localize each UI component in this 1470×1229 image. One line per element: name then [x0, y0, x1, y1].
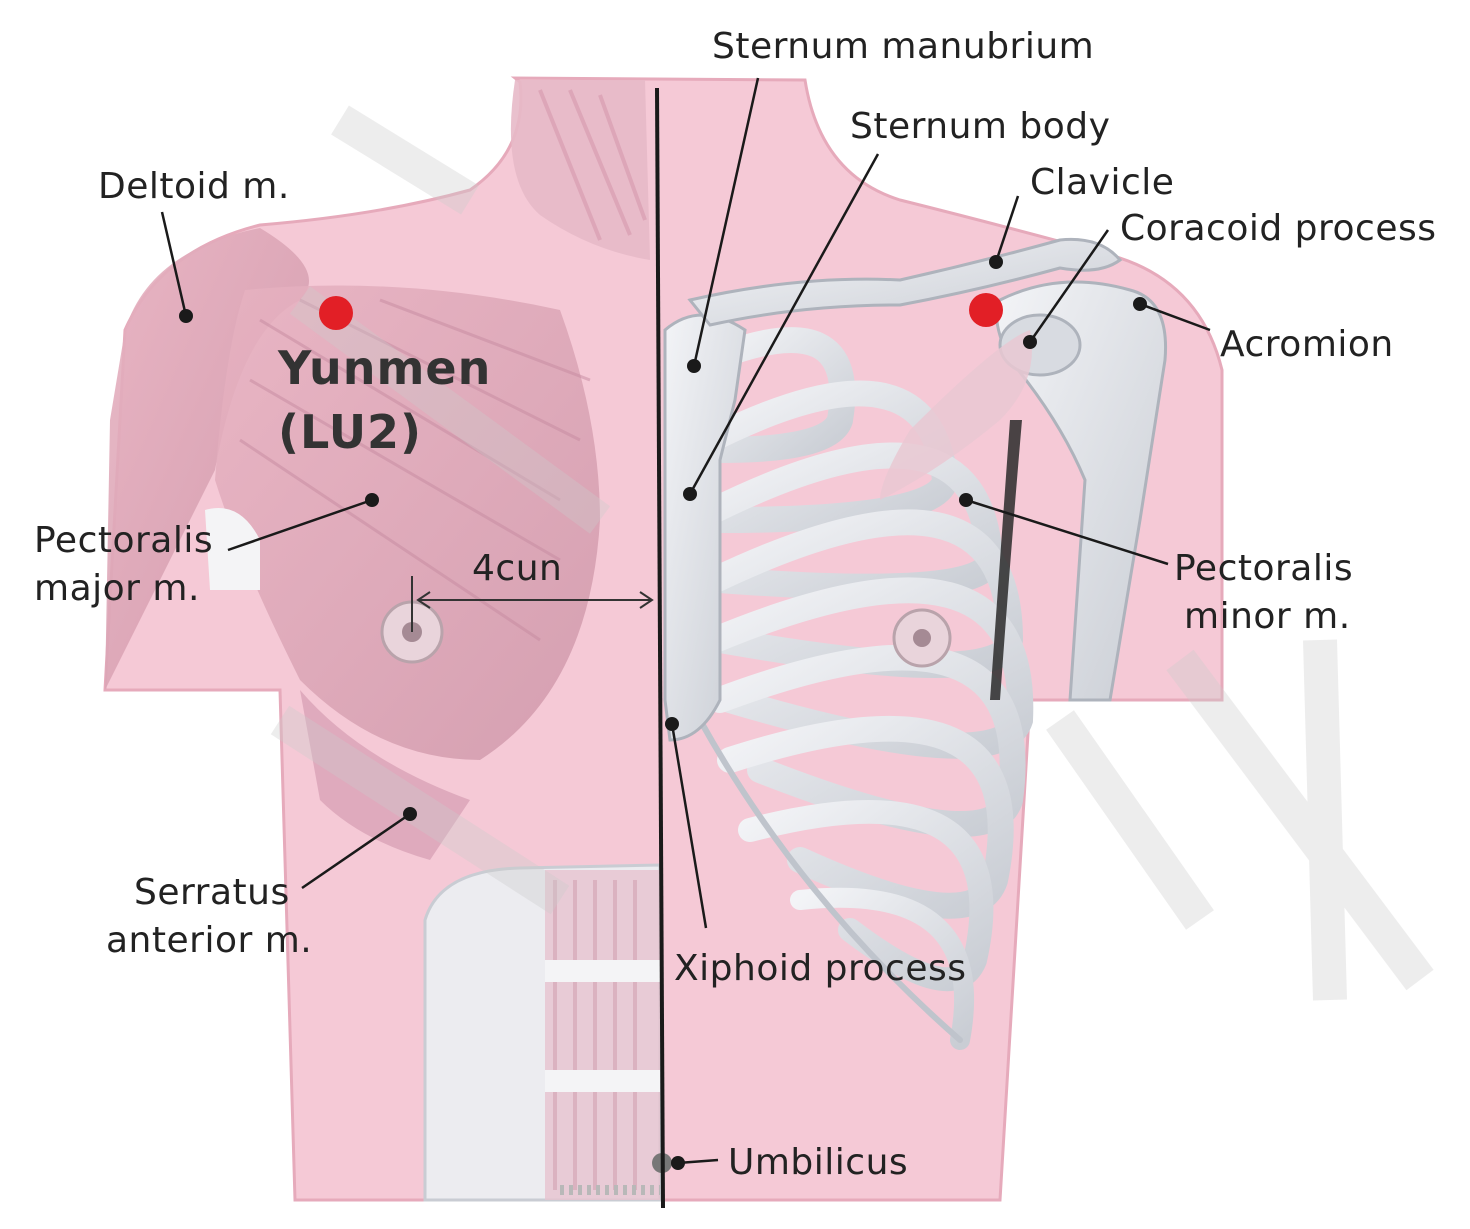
label-serratus-1: Serratus [134, 872, 290, 913]
acupoint-name: Yunmen [277, 341, 491, 395]
label-xiphoid-process: Xiphoid process [674, 948, 967, 989]
yunmen-point-left [319, 296, 353, 330]
label-umbilicus: Umbilicus [728, 1142, 908, 1183]
watermark [270, 105, 1434, 1001]
pectoralis-major-muscle [215, 285, 600, 760]
label-pectoralis-minor-1: Pectoralis [1174, 548, 1353, 589]
label-coracoid-process: Coracoid process [1120, 208, 1436, 249]
serratus-muscle [300, 690, 470, 860]
label-pectoralis-minor-2: minor m. [1184, 596, 1351, 637]
label-pectoralis-major-1: Pectoralis [34, 520, 213, 561]
label-sternum-body: Sternum body [850, 106, 1110, 147]
measurement-4cun [411, 576, 654, 632]
right-nipple [892, 608, 952, 668]
measurement-label: 4cun [472, 548, 562, 589]
label-pectoralis-major-2: major m. [34, 568, 200, 609]
clavicle-bone [687, 237, 1123, 327]
label-acromion: Acromion [1220, 324, 1394, 365]
label-serratus-2: anterior m. [106, 920, 312, 961]
pectoralis-minor-muscle [880, 330, 1032, 500]
deltoid-muscle [105, 228, 309, 690]
sternum [663, 313, 747, 742]
acupoint-code: (LU2) [278, 405, 422, 459]
label-clavicle: Clavicle [1030, 162, 1174, 203]
yunmen-point-right [969, 293, 1003, 327]
label-sternum-manubrium: Sternum manubrium [712, 26, 1094, 67]
leader-lines [160, 77, 1211, 1165]
label-deltoid: Deltoid m. [98, 166, 290, 207]
rib-cage [697, 327, 1034, 1050]
leader-dots [179, 255, 1147, 1170]
anterior-midline [655, 87, 665, 1209]
neck-muscles [510, 80, 650, 260]
